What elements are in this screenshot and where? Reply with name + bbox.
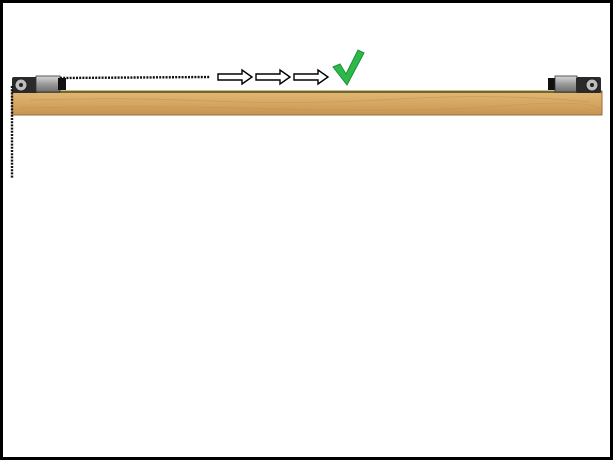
left-motor-gear-icon — [12, 75, 66, 93]
right-motor-gear-icon — [548, 75, 601, 93]
chain-horizontal — [59, 75, 211, 80]
checkmark-icon — [332, 49, 365, 86]
right-arrow-icon — [255, 68, 292, 86]
wooden-board — [11, 90, 603, 116]
right-arrow-icon — [293, 68, 330, 86]
direction-arrows — [217, 68, 330, 86]
right-arrow-icon — [217, 68, 254, 86]
